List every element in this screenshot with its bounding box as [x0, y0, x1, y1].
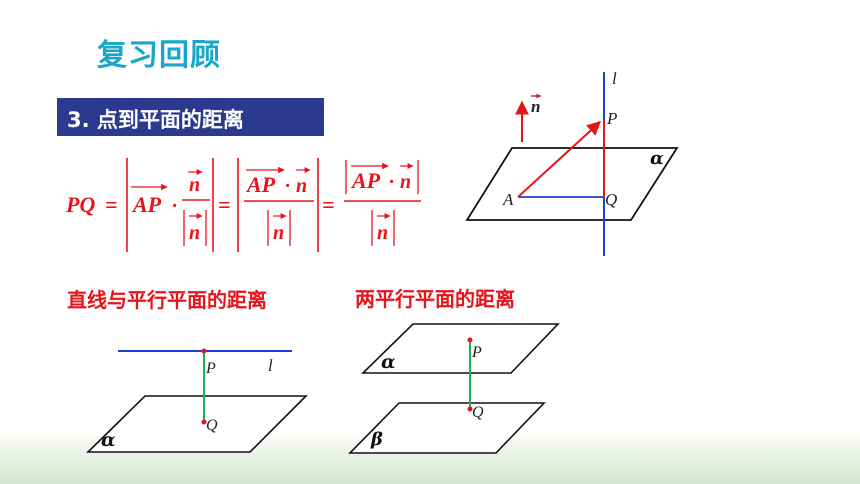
formula-vec-n-denominator: n — [189, 222, 200, 244]
formula-equals-3: = — [322, 192, 335, 217]
formula-lhs: PQ — [65, 192, 95, 217]
normal-vector-label: n — [531, 97, 540, 116]
point-q-dot — [467, 406, 473, 412]
formula-dot: · — [172, 195, 177, 217]
formula-vec-ap: AP — [245, 172, 276, 197]
line-plane-diagram: P l Q α — [86, 348, 308, 453]
line-l-label: l — [268, 356, 273, 375]
point-p-label: P — [471, 344, 482, 361]
section-label: 3. 点到平面的距离 — [67, 108, 244, 132]
plane-beta-label: β — [370, 429, 383, 450]
formula-dot: · — [389, 171, 394, 193]
plane-beta — [348, 402, 546, 454]
plane-alpha — [361, 323, 560, 374]
formula-equals-1: = — [105, 192, 118, 217]
formula-vec-ap: AP — [350, 168, 381, 193]
plane-alpha-label: α — [101, 429, 116, 451]
formula-dot: · — [285, 175, 290, 197]
formula-vec-n-denominator: n — [273, 222, 284, 244]
point-q-dot — [201, 419, 207, 425]
point-p-label: P — [205, 360, 216, 377]
vector-ap-arrow — [517, 121, 602, 198]
point-p-label: P — [606, 109, 617, 128]
plane-alpha — [86, 395, 308, 453]
formula-vec-n-denominator: n — [377, 222, 388, 244]
point-p-dot — [467, 337, 473, 343]
line-l-label: l — [612, 69, 617, 88]
formula-vec-n: n — [400, 171, 411, 193]
formula-vec-ap: AP — [131, 192, 162, 217]
plane-plane-diagram: P Q α β — [348, 323, 560, 454]
point-p-dot — [201, 348, 207, 354]
formula-vec-n-numerator: n — [189, 174, 200, 196]
formula-equals-2: = — [218, 192, 231, 217]
plane-alpha-label: α — [381, 351, 396, 373]
point-plane-diagram: n l P A Q α — [465, 69, 679, 256]
plane-alpha — [465, 147, 679, 221]
page-title: 复习回顾 — [97, 38, 221, 73]
point-a-label: A — [502, 190, 514, 209]
distance-formula: PQ = AP · n n = AP · n n = AP · — [65, 158, 421, 252]
point-q-label: Q — [206, 417, 218, 434]
point-q-label: Q — [605, 190, 617, 209]
plane-alpha-label: α — [650, 148, 664, 169]
section-header: 3. 点到平面的距离 — [57, 98, 324, 136]
formula-vec-n: n — [296, 175, 307, 197]
subheading-line-plane-distance: 直线与平行平面的距离 — [67, 288, 267, 312]
point-q-label: Q — [472, 404, 484, 421]
subheading-plane-plane-distance: 两平行平面的距离 — [355, 287, 515, 311]
